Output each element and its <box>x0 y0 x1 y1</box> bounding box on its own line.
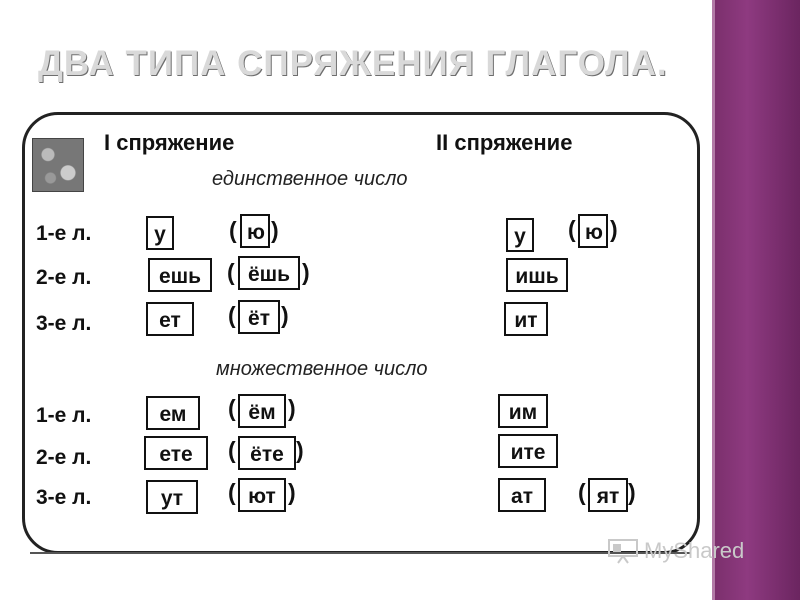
ending-box: ете <box>144 436 208 470</box>
ending-box: ю <box>578 214 608 248</box>
ending-box: ем <box>146 396 200 430</box>
paren-left: ( <box>568 216 576 242</box>
person-label: 1-е л. <box>36 222 92 245</box>
ending-box: ат <box>498 478 546 512</box>
paren-right: ) <box>302 259 310 285</box>
watermark: MyShared <box>606 538 744 564</box>
paren-left: ( <box>228 302 236 328</box>
paren-right: ) <box>628 479 636 505</box>
paren-right: ) <box>610 216 618 242</box>
paren-left: ( <box>228 479 236 505</box>
ending-box: им <box>498 394 548 428</box>
ending-box: ёте <box>238 436 296 470</box>
paren-right: ) <box>288 395 296 421</box>
second-conjugation-header: II спряжение <box>436 130 573 155</box>
paren-left: ( <box>229 217 237 243</box>
first-conjugation-header: I спряжение <box>104 130 235 155</box>
ending-box: ишь <box>506 258 568 292</box>
plural-label: множественное число <box>216 358 428 380</box>
paren-right: ) <box>288 479 296 505</box>
ending-box: ет <box>146 302 194 336</box>
paren-right: ) <box>296 437 304 463</box>
presentation-icon <box>608 539 638 564</box>
ending-box: ёт <box>238 300 280 334</box>
ending-box: у <box>506 218 534 252</box>
slide-title: ДВА ТИПА СПРЯЖЕНИЯ ГЛАГОЛА. <box>38 44 668 83</box>
ending-box: ут <box>146 480 198 514</box>
ending-box: ит <box>504 302 548 336</box>
paren-right: ) <box>271 217 279 243</box>
paren-left: ( <box>578 479 586 505</box>
image-icon <box>32 138 84 192</box>
ending-box: ите <box>498 434 558 468</box>
ending-box: ют <box>238 478 286 512</box>
person-label: 2-е л. <box>36 446 92 469</box>
ending-box: ёшь <box>238 256 300 290</box>
paren-left: ( <box>228 395 236 421</box>
paren-left: ( <box>227 259 235 285</box>
ending-box: у <box>146 216 174 250</box>
ending-box: ю <box>240 214 270 248</box>
person-label: 2-е л. <box>36 266 92 289</box>
ending-box: ят <box>588 478 628 512</box>
paren-right: ) <box>281 302 289 328</box>
card-shadow-line <box>30 552 690 554</box>
singular-label: единственное число <box>212 168 408 190</box>
watermark-text: MyShared <box>644 538 745 563</box>
side-panel <box>712 0 800 600</box>
conjugation-table-card <box>22 112 700 554</box>
paren-left: ( <box>228 437 236 463</box>
person-label: 1-е л. <box>36 404 92 427</box>
person-label: 3-е л. <box>36 486 92 509</box>
person-label: 3-е л. <box>36 312 92 335</box>
ending-box: ешь <box>148 258 212 292</box>
ending-box: ём <box>238 394 286 428</box>
